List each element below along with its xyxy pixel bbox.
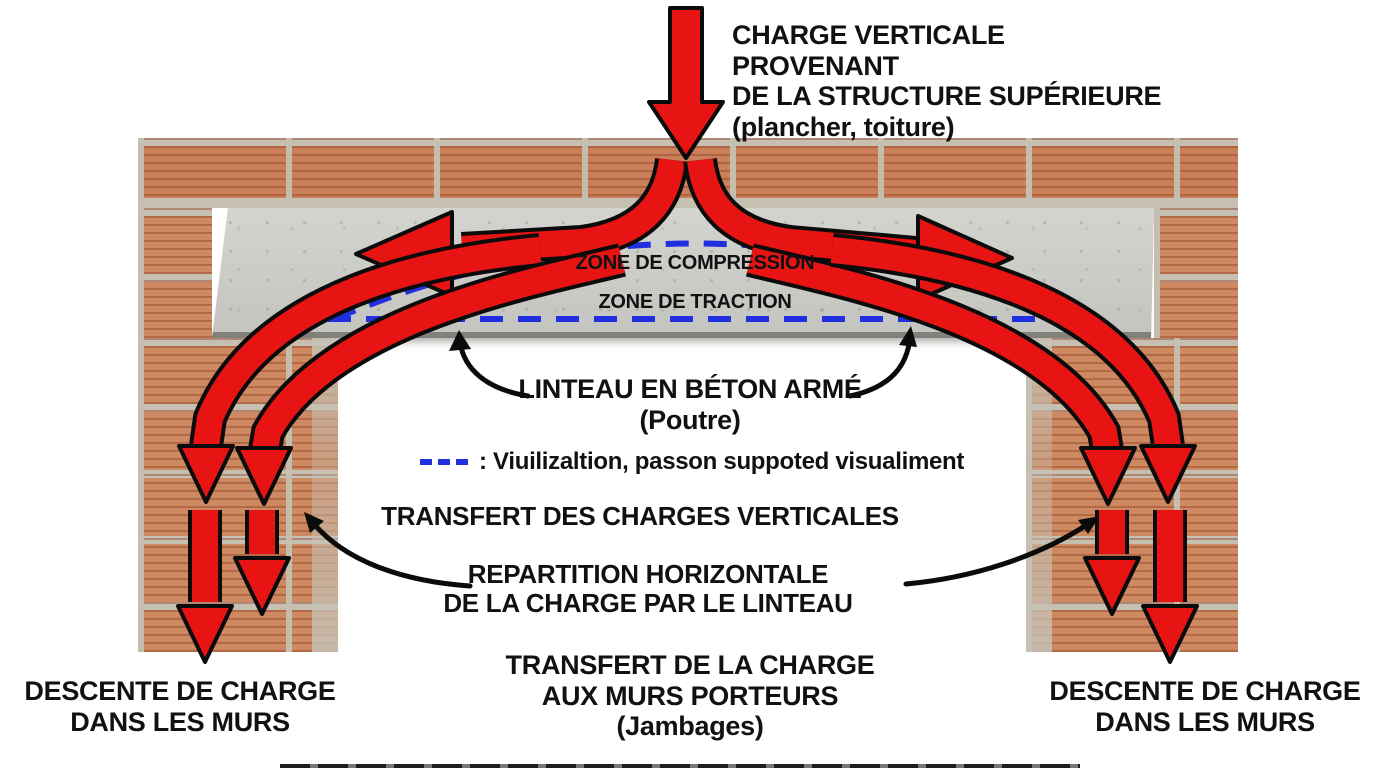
right-pier: [1026, 338, 1238, 652]
label-line: CHARGE VERTICALE PROVENANT: [732, 20, 1005, 81]
label-descente-charge-right: DESCENTE DE CHARGE DANS LES MURS: [1040, 676, 1370, 737]
bottom-edge-bar: [280, 764, 1080, 768]
label-line: DESCENTE DE CHARGE: [24, 676, 336, 706]
mortar-smear: [1026, 338, 1052, 652]
legend-dashed-line: : Viuilizaltion, passon suppoted visuali…: [420, 448, 964, 475]
label-line: DE LA STRUCTURE SUPÉRIEURE: [732, 81, 1162, 111]
label-zone-traction: ZONE DE TRACTION: [598, 291, 792, 313]
brick-left-of-lintel: [138, 208, 212, 338]
label-line: REPARTITION HORIZONTALE: [467, 559, 829, 589]
label-transfert-charges-verticales: TRANSFERT DES CHARGES VERTICALES: [381, 501, 899, 531]
label-line: (Jambages): [616, 711, 764, 741]
label-line: DE LA CHARGE PAR LE LINTEAU: [443, 588, 853, 619]
brick-course-top: [138, 138, 1238, 208]
legend-dash-sample-icon: [420, 458, 468, 465]
label-repartition-horizontale: REPARTITION HORIZONTALE DE LA CHARGE PAR…: [388, 559, 908, 619]
label-linteau: LINTEAU EN BÉTON ARMÉ (Poutre): [480, 374, 900, 435]
label-line: DANS LES MURS: [1095, 706, 1315, 737]
label-transfert-murs-porteurs: TRANSFERT DE LA CHARGE AUX MURS PORTEURS…: [440, 650, 940, 742]
label-line: TRANSFERT DE LA CHARGE: [505, 650, 875, 680]
brick-right-of-lintel: [1154, 208, 1238, 338]
label-charge-verticale: CHARGE VERTICALE PROVENANT DE LA STRUCTU…: [732, 20, 1172, 142]
label-descente-charge-left: DESCENTE DE CHARGE DANS LES MURS: [15, 676, 345, 737]
label-line: DANS LES MURS: [70, 706, 290, 737]
label-line: LINTEAU EN BÉTON ARMÉ: [518, 374, 862, 404]
vertical-load-arrow: [647, 6, 725, 160]
label-line: DESCENTE DE CHARGE: [1049, 676, 1361, 706]
left-pier: [138, 338, 338, 652]
label-line: (Poutre): [639, 404, 741, 435]
label-line: (plancher, toiture): [732, 111, 955, 142]
mortar-smear: [312, 338, 338, 652]
label-zone-compression: ZONE DE COMPRESSION: [575, 252, 815, 274]
label-line: AUX MURS PORTEURS: [541, 680, 839, 711]
legend-text: : Viuilizaltion, passon suppoted visuali…: [479, 448, 965, 475]
